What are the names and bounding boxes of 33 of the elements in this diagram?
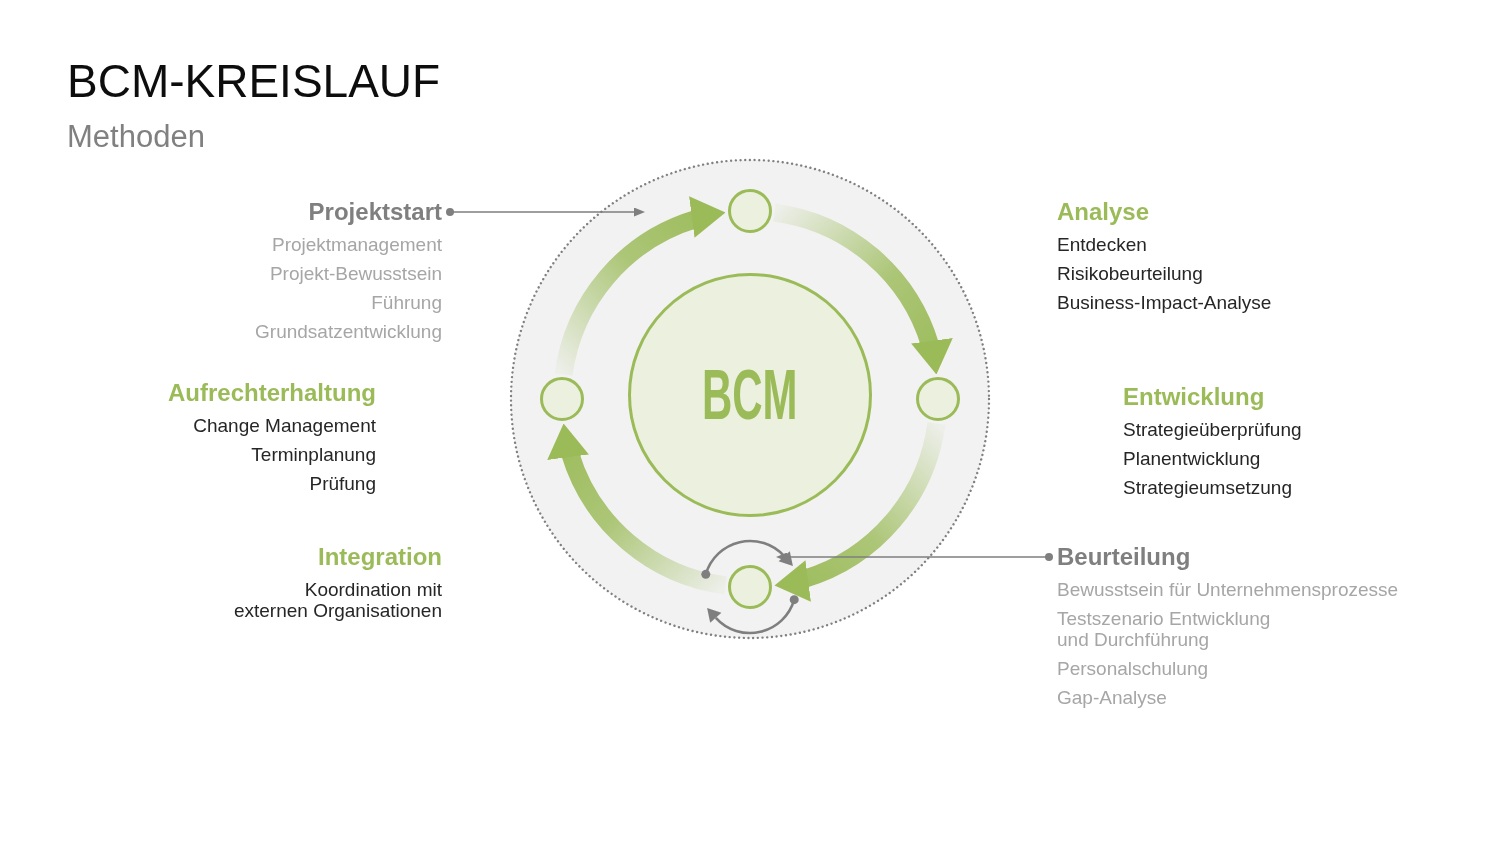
list-item: Terminplanung	[251, 443, 376, 465]
list-item: Koordination mit externen Organisationen	[232, 578, 442, 621]
leader-line	[446, 207, 646, 217]
list-item: Strategieüberprüfung	[1123, 418, 1302, 440]
arrow	[772, 421, 946, 600]
list-item: Planentwicklung	[1123, 447, 1261, 469]
list-item: Risikobeurteilung	[1057, 262, 1203, 284]
phase-heading: Entwicklung	[1123, 383, 1265, 411]
arrow	[554, 198, 728, 377]
leader-line	[775, 552, 1053, 562]
title: BCM-KREISLAUF	[67, 54, 441, 109]
list-item: Strategieumsetzung	[1123, 476, 1292, 498]
list-item: Gap-Analyse	[1057, 686, 1167, 708]
subtitle: Methoden	[67, 119, 205, 155]
list-item: Entdecken	[1057, 233, 1147, 255]
list-item: Prüfung	[309, 472, 376, 494]
center-label: BCM	[702, 360, 798, 430]
phase-heading: Analyse	[1057, 198, 1150, 226]
list-item: Führung	[371, 291, 442, 313]
arrow	[772, 203, 951, 377]
phase-heading: Beurteilung	[1057, 543, 1191, 571]
list-item: Projektmanagement	[271, 233, 442, 255]
arrow	[549, 421, 728, 595]
list-item: Change Management	[193, 414, 376, 436]
list-item: Grundsatzentwicklung	[255, 320, 442, 342]
list-item: Business-Impact-Analyse	[1057, 291, 1272, 313]
phase-heading: Projektstart	[308, 198, 442, 226]
list-item: Projekt-Bewusstsein	[269, 262, 442, 284]
list-item: Personalschulung	[1057, 657, 1209, 679]
phase-heading: Aufrechterhaltung	[168, 379, 376, 407]
list-item: Bewusstsein für Unternehmensprozesse	[1057, 578, 1399, 600]
phase-heading: Integration	[318, 543, 442, 571]
list-item: Testszenario Entwicklung und Durchführung	[1057, 607, 1272, 650]
